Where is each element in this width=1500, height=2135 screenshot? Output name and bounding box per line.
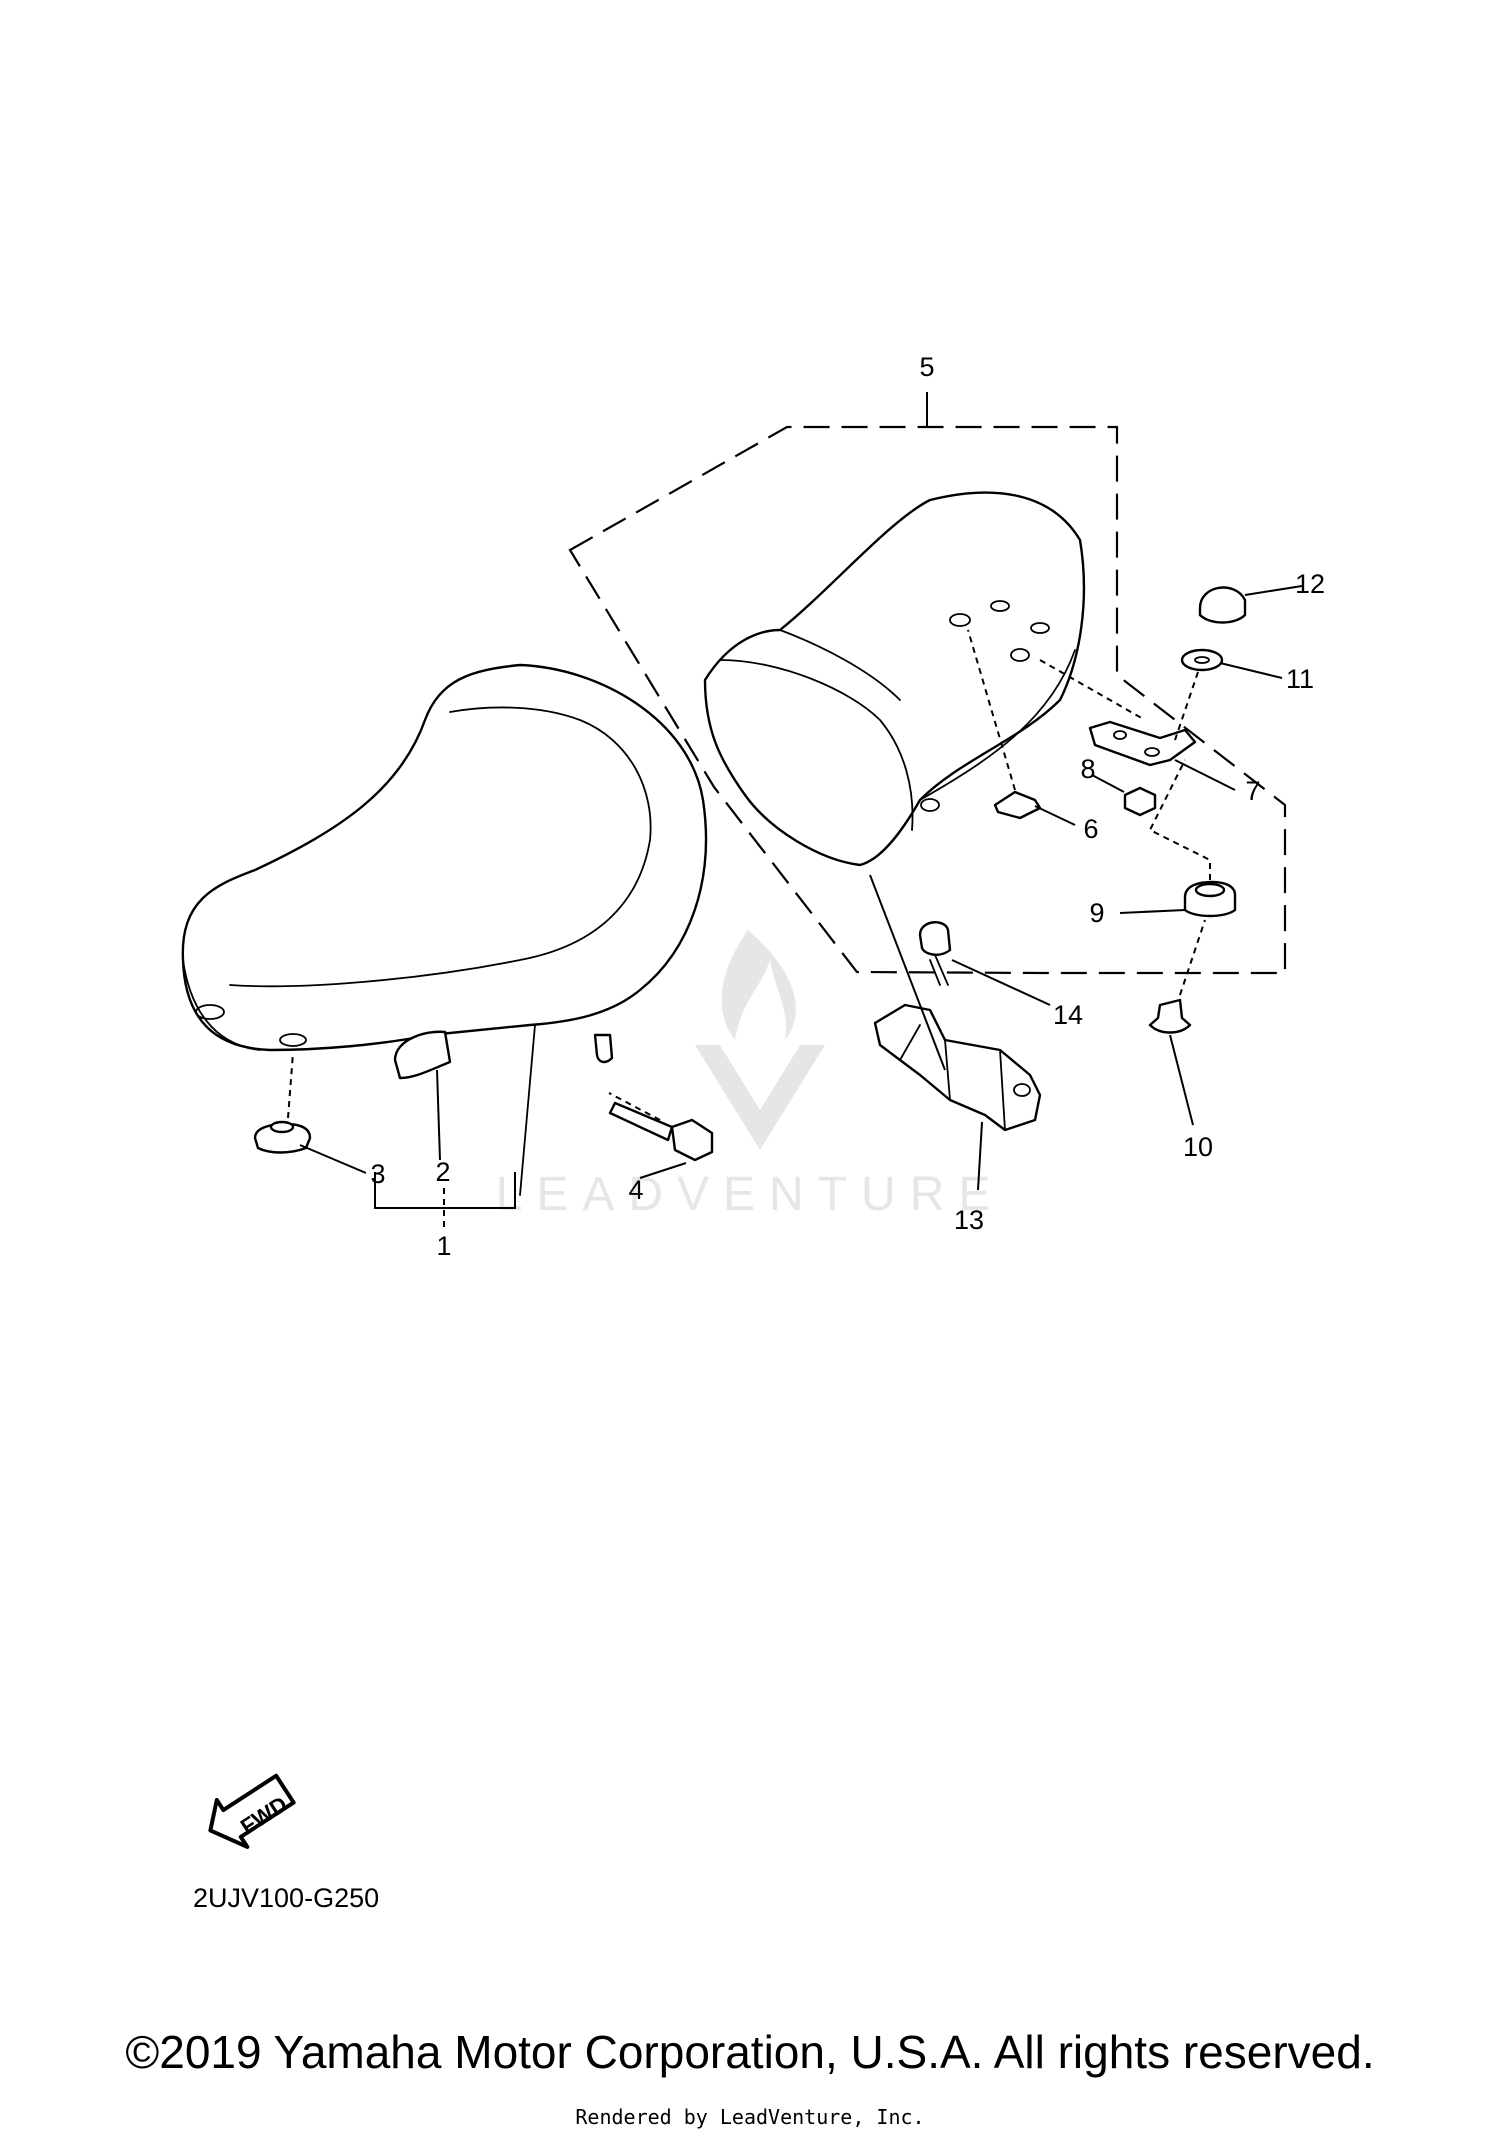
leader-10-up <box>1179 919 1206 996</box>
cap-nut-12-part <box>1198 586 1247 624</box>
leader-7-up <box>1039 659 1146 721</box>
callout-3: 3 <box>370 1159 385 1189</box>
leadventure-watermark: LEADVENTURE <box>496 930 1005 1221</box>
leader-4-up <box>608 1092 661 1121</box>
callout-4: 4 <box>628 1175 643 1205</box>
rider-seat <box>181 663 708 1196</box>
callout-13: 13 <box>954 1205 984 1235</box>
copyright-notice: ©2019 Yamaha Motor Corporation, U.S.A. A… <box>125 2026 1375 2078</box>
callout-11: 11 <box>1286 664 1314 694</box>
leader-12 <box>1244 585 1303 596</box>
watermark-text: LEADVENTURE <box>496 1168 1005 1221</box>
leader-7 <box>1174 759 1236 791</box>
leader-13-up <box>869 874 946 1071</box>
rendered-by-notice: Rendered by LeadVenture, Inc. <box>575 2105 925 2129</box>
bracket-7-part <box>1088 720 1197 767</box>
passenger-seat <box>703 491 1086 867</box>
passenger-seat-group-outline <box>568 425 1287 975</box>
callout-14: 14 <box>1053 1000 1083 1030</box>
bolt-14-part <box>918 921 952 986</box>
callout-2: 2 <box>435 1157 450 1187</box>
damper-3-part <box>253 1120 312 1154</box>
callout-8: 8 <box>1080 754 1095 784</box>
leader-9 <box>1119 909 1186 914</box>
leader-2 <box>436 1069 441 1161</box>
bracket-1 <box>374 1172 516 1209</box>
diagram-code: 2UJV100-G250 <box>193 1883 380 1913</box>
callout-6: 6 <box>1083 814 1098 844</box>
clip-6-part <box>993 790 1042 820</box>
leader-8 <box>1091 774 1125 793</box>
fwd-arrow-icon: FWD <box>208 1773 296 1849</box>
leader-3 <box>299 1144 367 1174</box>
callout-5: 5 <box>919 352 934 382</box>
leader-9-up <box>1148 759 1211 880</box>
leader-4 <box>639 1162 687 1179</box>
latch-13-part <box>873 1003 1042 1132</box>
leader-6-up <box>967 629 1016 791</box>
washer-11-part <box>1180 648 1224 672</box>
bolt-4-part <box>608 1101 714 1162</box>
callout-7: 7 <box>1245 776 1260 806</box>
damper-9-part <box>1183 880 1237 918</box>
callout-9: 9 <box>1089 898 1104 928</box>
leader-11 <box>1219 662 1283 679</box>
leader-10 <box>1169 1034 1194 1126</box>
leader-3-up <box>287 1052 294 1119</box>
collar-10-part <box>1148 998 1192 1034</box>
watermark-flame-icon <box>721 930 796 1040</box>
nut-8-part <box>1123 786 1157 817</box>
leader-6 <box>1034 805 1076 826</box>
watermark-v-icon <box>695 1045 825 1150</box>
leader-13 <box>977 1121 983 1191</box>
callout-1: 1 <box>436 1231 451 1261</box>
callout-12: 12 <box>1295 569 1325 599</box>
leader-14 <box>951 959 1051 1006</box>
callout-10: 10 <box>1183 1132 1213 1162</box>
leader-11-down <box>1174 671 1199 741</box>
